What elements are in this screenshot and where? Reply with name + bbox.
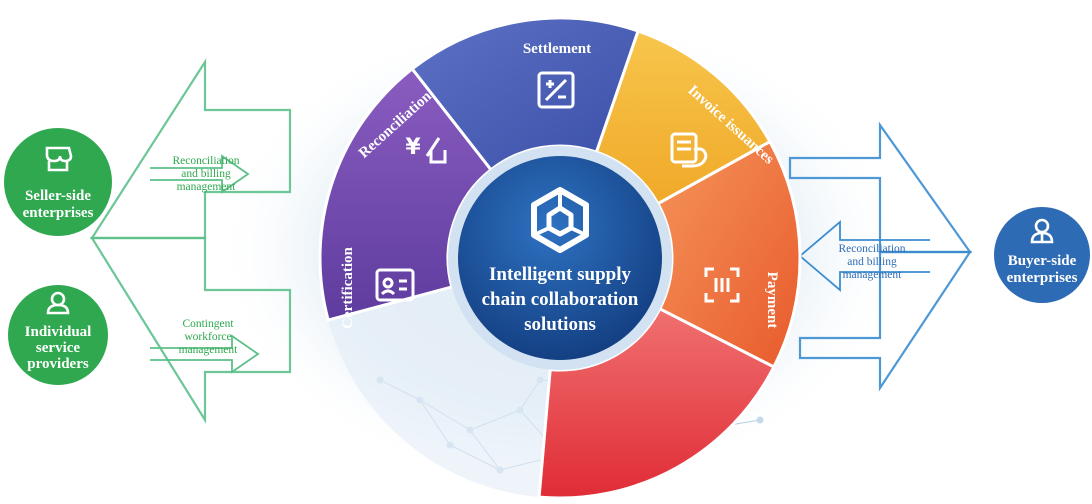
left-label-recon-line-1: Reconciliation xyxy=(172,155,239,167)
segment-label-certification: Certification xyxy=(340,247,356,329)
center-circle xyxy=(458,156,662,360)
buyer-label-line-1: Buyer-side xyxy=(1008,253,1077,269)
cube-network-icon xyxy=(531,187,589,253)
green-arrow-lower xyxy=(150,334,260,374)
right-label-recon-line-3: management xyxy=(843,269,903,281)
id-card-icon xyxy=(375,268,415,302)
individual-entity-circle xyxy=(8,285,108,385)
left-label-recon-line-2: and billing xyxy=(181,168,231,180)
buyer-label-line-2: enterprises xyxy=(1007,270,1078,286)
scan-pay-icon xyxy=(704,267,740,303)
right-arrow-lower xyxy=(798,250,973,392)
plus-minus-icon xyxy=(537,71,575,109)
center-title-line-2: chain collaboration xyxy=(482,289,639,310)
manager-icon xyxy=(1030,218,1054,244)
individual-label-line-3: providers xyxy=(27,356,89,372)
individual-label-line-2: service xyxy=(36,340,80,356)
right-label-recon-line-1: Reconciliation xyxy=(838,243,905,255)
individual-label-line-1: Individual xyxy=(25,324,92,340)
center-title-line-1: Intelligent supply xyxy=(489,264,632,285)
store-icon xyxy=(45,146,73,172)
invoice-hand-icon xyxy=(670,132,708,168)
center-title-line-3: solutions xyxy=(524,314,596,335)
mesh-node xyxy=(756,416,764,424)
yen-reconcile-icon: ¥ xyxy=(405,135,447,164)
segment-label-settlement: Settlement xyxy=(523,41,591,57)
green-arrow-upper xyxy=(150,154,250,194)
seller-label-line-2: enterprises xyxy=(23,205,94,221)
right-label-recon-line-2: and billing xyxy=(847,256,897,268)
segment-label-payment: Payment xyxy=(764,272,780,329)
buyer-entity-circle xyxy=(994,207,1090,303)
ring-segment-network xyxy=(328,286,551,498)
left-label-contingent-line-1: Contingent xyxy=(182,318,234,330)
seller-label-line-1: Seller-side xyxy=(25,188,91,204)
left-label-recon-line-3: management xyxy=(177,181,237,193)
left-label-contingent-line-2: workforce xyxy=(184,331,231,343)
svg-text:¥: ¥ xyxy=(405,135,421,160)
left-arrow-lower xyxy=(90,236,292,424)
left-label-contingent-line-3: management xyxy=(179,344,239,356)
person-icon xyxy=(46,291,70,315)
seller-entity-circle xyxy=(4,128,112,236)
